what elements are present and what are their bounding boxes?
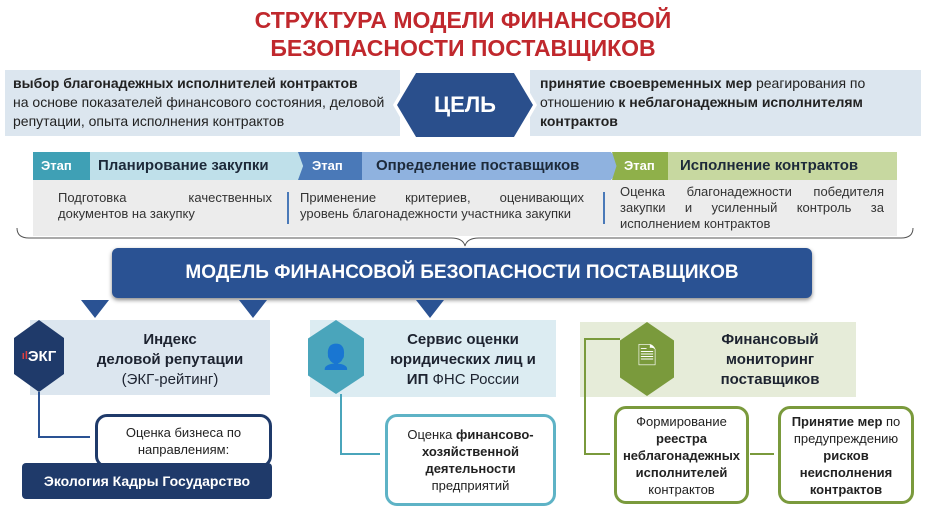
stage-3-desc: Оценка благонадежности победителя закупк… [620,184,884,231]
arrow-down [416,300,444,318]
stage-1-tag: Этап [33,152,90,180]
stage-1-name: Планирование закупки [90,152,312,180]
goal-left-text: на основе показателей финансового состоя… [13,94,385,129]
stage-3-name: Исполнение контрактов [668,152,897,180]
stage-3-tag: Этап [612,152,668,180]
goal-left-bold: выбор благонадежных исполнителей контрак… [13,75,358,91]
fns-sub: Оценка финансово-хозяйственной деятельно… [385,414,556,506]
ekg-sub: Оценка бизнеса по направлениям: [95,414,272,468]
stage-2-tag: Этап [298,152,362,180]
brace [16,227,914,247]
goal-badge: ЦЕЛЬ [397,73,533,137]
ekg-bar: Экология Кадры Государство [22,463,272,499]
goal-right: принятие своевременных мер реагирования … [530,70,921,136]
title-line-1: СТРУКТУРА МОДЕЛИ ФИНАНСОВОЙ [254,7,672,33]
goal-right-text: реагирования по отношению [540,75,866,110]
arrow-down [81,300,109,318]
goal-left: выбор благонадежных исполнителей контрак… [5,70,400,136]
document-check-icon: 🗎 [620,322,674,396]
stage-2-name: Определение поставщиков [362,152,624,180]
model-banner: МОДЕЛЬ ФИНАНСОВОЙ БЕЗОПАСНОСТИ ПОСТАВЩИК… [112,248,812,298]
arrow-down [239,300,267,318]
stage-1-desc: Подготовка качественных документов на за… [58,190,272,221]
person-report-icon: 👤 [308,320,364,394]
stage-2-desc: Применение критериев, оценивающих уровен… [300,190,584,221]
goal-right-bold1: принятие своевременных мер [540,75,753,91]
goal-right-bold2: к неблагонадежным исполнителям контракто… [540,94,863,129]
title-line-2: БЕЗОПАСНОСТИ ПОСТАВЩИКОВ [270,35,656,61]
